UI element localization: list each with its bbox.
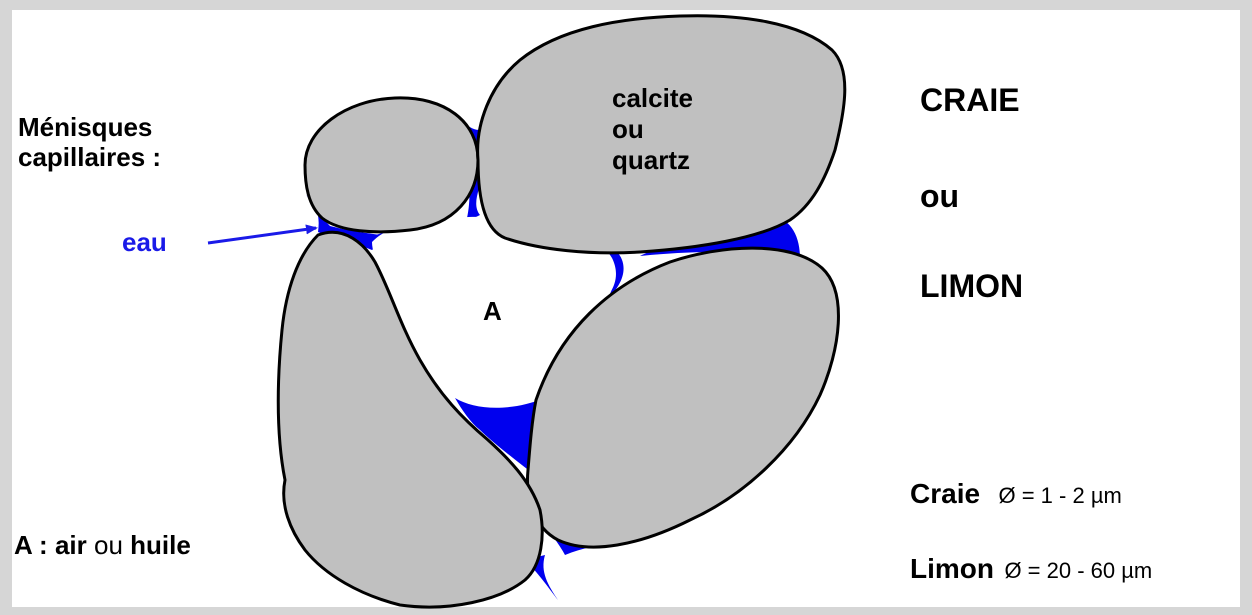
size-row-craie: Craie Ø = 1 - 2 µm [910,478,1122,510]
grain-line2: ou [612,114,644,144]
menisques-line1: Ménisques [18,112,153,142]
pore-label: A [483,296,502,326]
menisques-line2: capillaires : [18,142,162,172]
menisques-label: Ménisques capillaires : [18,112,161,172]
title-ou: ou [920,178,960,214]
grain-line3: quartz [612,145,690,175]
grain-line1: calcite [612,83,693,113]
legend-air: air [54,530,87,560]
title-limon: LIMON [920,268,1024,304]
title-craie: CRAIE [920,82,1020,118]
meniscus-left [306,195,390,250]
legend-huile: huile [130,530,191,560]
eau-label: eau [122,227,167,257]
legend-ou: ou [93,530,123,560]
size-diameter-craie: Ø = 1 - 2 µm [998,483,1122,508]
meniscus-center [455,398,545,475]
grain-large-top [476,14,847,255]
grain-small-top-left [303,96,480,234]
grain-material-label: calcite ou quartz [612,83,693,176]
legend-a: A : air ou huile [14,530,191,560]
size-diameter-limon: Ø = 20 - 60 µm [1004,558,1153,583]
legend-a-key: A : [14,530,48,560]
meniscus-pore-right [585,246,624,300]
grains [276,14,847,609]
size-row-limon: Limon Ø = 20 - 60 µm [910,553,1152,585]
grain-large-bottom-left [276,230,544,609]
size-name-limon: Limon [910,553,994,584]
size-name-craie: Craie [910,478,981,509]
arrow-to-meniscus [207,224,318,245]
